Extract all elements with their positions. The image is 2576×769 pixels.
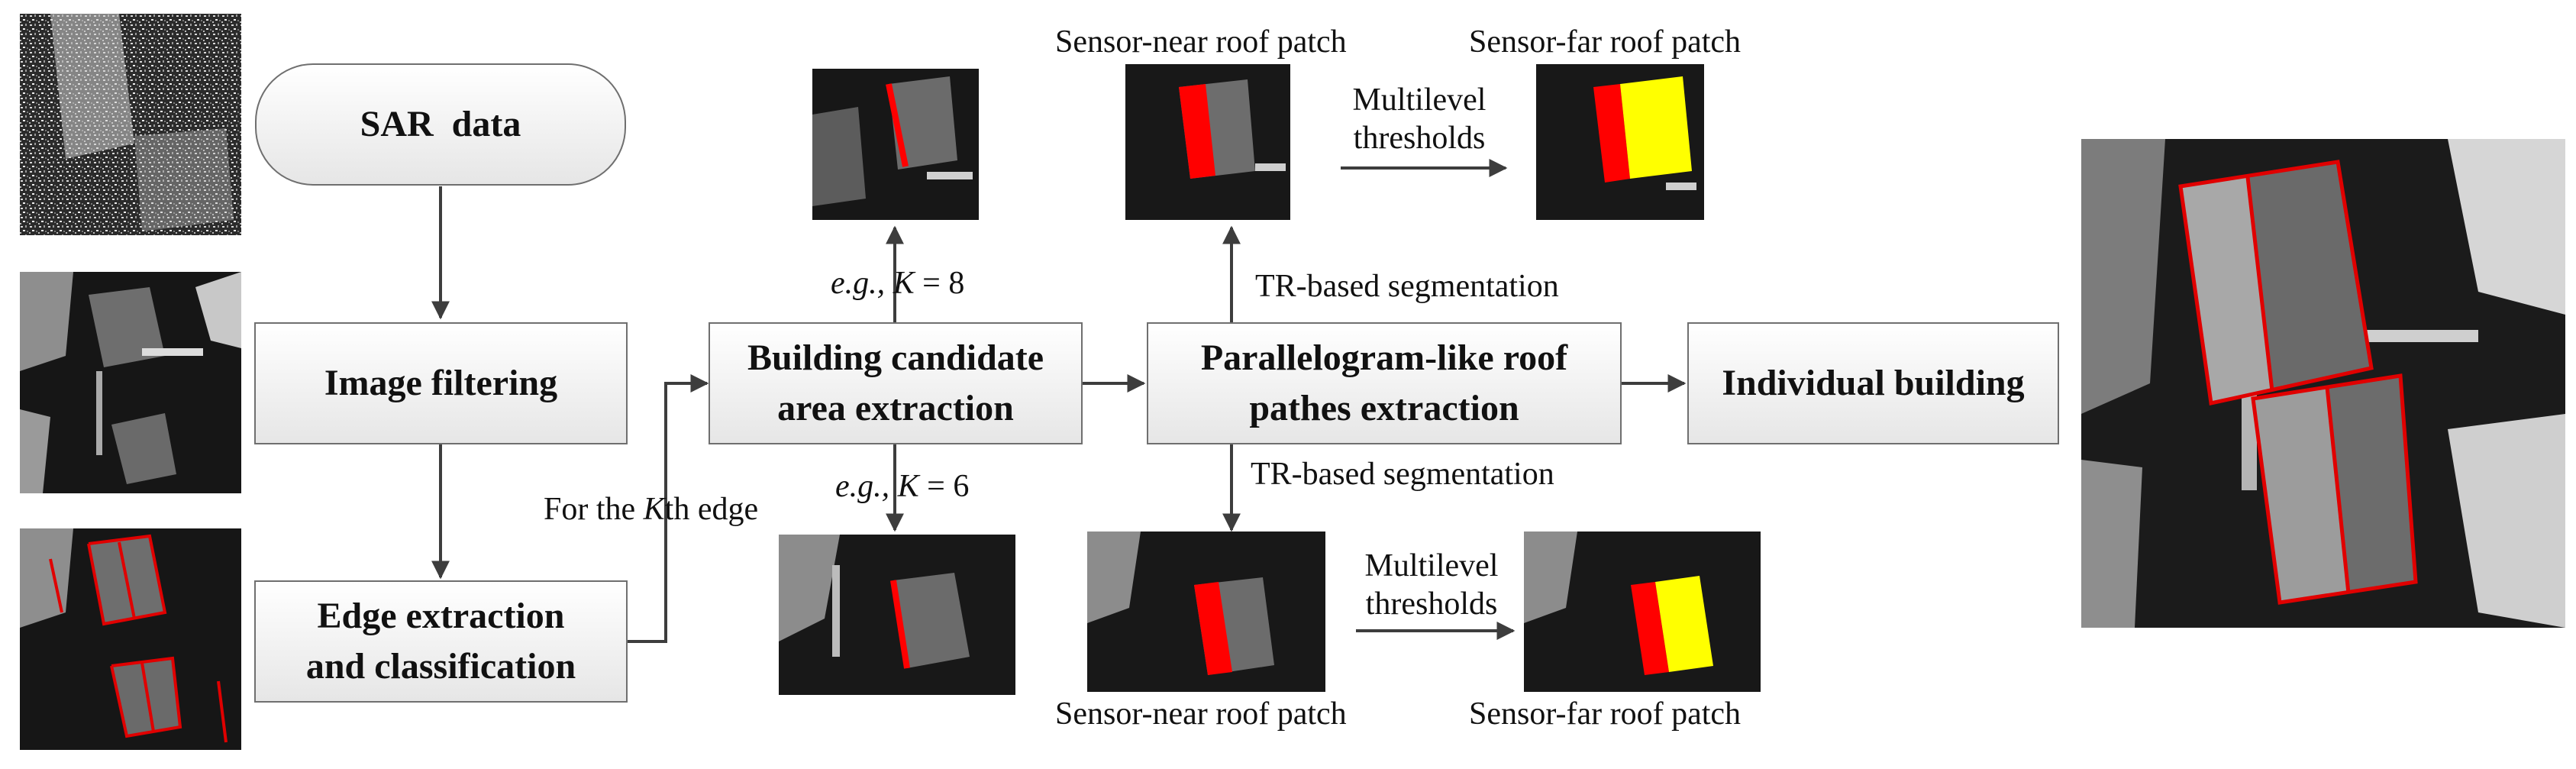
edge-k6-image — [779, 535, 1015, 695]
sensor-near-bottom-label: Sensor-near roof patch — [1055, 696, 1347, 732]
sensor-near-top-label: Sensor-near roof patch — [1055, 24, 1347, 60]
sensor-far-top-image — [1536, 64, 1704, 220]
tr-segmentation-bottom-label: TR-based segmentation — [1251, 457, 1554, 492]
k6-label: e.g., K = 6 — [835, 469, 970, 504]
sar-edge-image — [20, 528, 241, 750]
sar-raw-image — [20, 14, 241, 235]
image-filtering-box: Image filtering — [254, 322, 628, 444]
multilevel-thresholds-top-label: Multilevel thresholds — [1352, 82, 1487, 156]
multilevel-thresholds-bottom-label: Multilevel thresholds — [1364, 548, 1499, 622]
sar-filtered-image — [20, 272, 241, 493]
arrow-edge-to-bca — [628, 374, 709, 643]
sensor-near-bottom-image — [1087, 532, 1325, 692]
building-candidate-box: Building candidate area extraction — [709, 322, 1083, 444]
k8-label: e.g., K = 8 — [831, 266, 965, 301]
parallelogram-box: Parallelogram-like roof pathes extractio… — [1147, 322, 1622, 444]
sensor-far-top-label: Sensor-far roof patch — [1469, 24, 1742, 60]
sar-data-box: SAR data — [255, 63, 626, 186]
edge-extraction-box: Edge extraction and classification — [254, 580, 628, 703]
result-image — [2081, 139, 2565, 628]
individual-building-box: Individual building — [1687, 322, 2059, 444]
sensor-far-bottom-label: Sensor-far roof patch — [1469, 696, 1742, 732]
for-kth-edge-label: For the Kth edge — [544, 492, 759, 527]
sensor-far-bottom-image — [1524, 532, 1761, 692]
sensor-near-top-image — [1125, 64, 1290, 220]
tr-segmentation-top-label: TR-based segmentation — [1255, 269, 1559, 304]
edge-k8-image — [812, 69, 979, 220]
